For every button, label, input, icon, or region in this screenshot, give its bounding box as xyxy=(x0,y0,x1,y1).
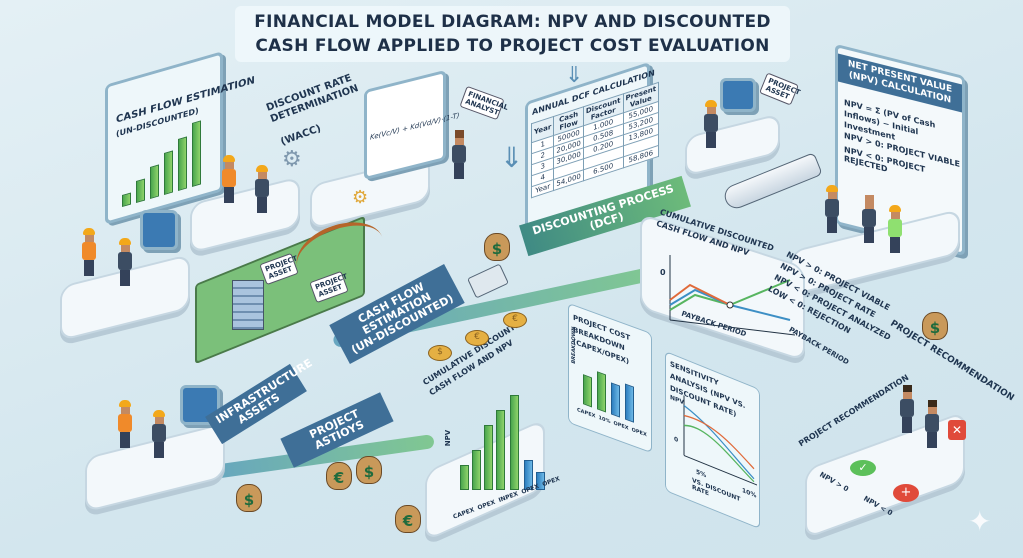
asset-monitor xyxy=(720,78,756,112)
x-axis xyxy=(684,454,757,486)
title-line-2: CASH FLOW APPLIED TO PROJECT COST EVALUA… xyxy=(255,36,770,56)
chart-bar xyxy=(611,382,620,418)
coin-icon: € xyxy=(503,312,527,328)
sensitivity-zero: 0 xyxy=(674,435,679,445)
money-bag-icon: $ xyxy=(484,233,510,261)
engineer-figure xyxy=(222,155,236,203)
chart-bar xyxy=(524,460,533,490)
reject-plus-button[interactable]: + xyxy=(893,484,919,502)
manager-figure xyxy=(152,410,166,458)
title-line-1: FINANCIAL MODEL DIAGRAM: NPV AND DISCOUN… xyxy=(254,12,771,32)
cost-breakdown-ylabel: Breakdown xyxy=(571,325,577,365)
wacc-monitor: Ke(Vc/V) + Kd(Vd/V)·(1-T) xyxy=(364,69,460,181)
chart-bar xyxy=(472,450,481,490)
x-tick-label: 10% xyxy=(598,414,611,426)
terminal-screen[interactable] xyxy=(180,385,220,425)
approve-check-button[interactable]: ✓ xyxy=(850,460,876,476)
discount-rate-subtitle: (WACC) xyxy=(279,123,323,148)
down-arrow-icon: ⇓ xyxy=(565,63,584,88)
wacc-formula: Ke(Vc/V) + Kd(Vd/V)·(1-T) xyxy=(370,111,460,142)
sensitivity-line xyxy=(683,424,755,483)
diagram-title: FINANCIAL MODEL DIAGRAM: NPV AND DISCOUN… xyxy=(235,6,790,62)
project-cost-breakdown-panel: Project Cost Breakdown (CAPEX/OPEX) Brea… xyxy=(568,302,652,454)
manager-figure xyxy=(255,165,269,213)
chart-bar xyxy=(510,395,519,490)
platform-project-asset xyxy=(685,113,780,177)
coin-icon: $ xyxy=(428,345,452,361)
sensitivity-analysis-panel: Sensitivity Analysis (NPV vs. Discount R… xyxy=(665,350,760,530)
cumulative-top-chart xyxy=(669,255,796,336)
building-illustration xyxy=(232,280,264,330)
financial-analyst-tag: Financial Analyst xyxy=(459,85,509,121)
down-arrow-icon: ⇓ xyxy=(500,141,524,174)
infrastructure-assets-banner: Infrastructure Assets xyxy=(205,356,315,445)
x-tick-label: OPEX xyxy=(613,420,629,432)
chart-bar xyxy=(583,374,592,408)
chart-bar xyxy=(178,136,187,191)
payback-point xyxy=(726,301,734,309)
money-bag-icon: $ xyxy=(236,484,262,512)
chart-bar xyxy=(164,150,173,195)
gear-icon: ⚙ xyxy=(282,147,302,172)
analyst-figure xyxy=(925,400,939,448)
discount-rate-title: Discount Rate Determination xyxy=(264,72,361,126)
cumulative-bottom-bars xyxy=(460,390,550,490)
engineer-figure xyxy=(888,205,902,253)
money-bag-icon: € xyxy=(395,505,421,533)
coin-icon: € xyxy=(465,330,489,346)
npv-axis-label: NPV xyxy=(444,429,453,447)
npv-line xyxy=(669,279,791,311)
chart-bar xyxy=(484,425,493,490)
chart-bar xyxy=(150,164,159,200)
sensitivity-line xyxy=(683,404,755,480)
x-tick-label: OPEX xyxy=(631,426,647,439)
money-bag-icon: € xyxy=(326,462,352,490)
reject-x-icon[interactable]: ✕ xyxy=(948,420,966,440)
manager-figure xyxy=(862,195,876,243)
manager-figure xyxy=(900,385,914,433)
manager-figure xyxy=(704,100,718,148)
discounted-line xyxy=(669,288,791,321)
chart-bar xyxy=(460,465,469,490)
money-bag-icon: $ xyxy=(922,312,948,340)
chart-bar xyxy=(625,383,634,423)
chart-bar xyxy=(122,192,131,208)
calculator-icon xyxy=(467,263,509,299)
zero-tick: 0 xyxy=(660,268,666,277)
chart-bar xyxy=(536,472,545,490)
financial-analyst-figure xyxy=(452,130,466,179)
x-tick-label: CAPEX xyxy=(577,406,596,420)
dcf-table: Year Cash Flow Discount Factor Present V… xyxy=(531,82,659,199)
cost-line xyxy=(669,283,731,306)
sensitivity-line xyxy=(683,414,755,470)
terminal-screen[interactable] xyxy=(140,210,178,250)
chart-bar xyxy=(192,120,201,187)
manager-figure xyxy=(825,185,839,233)
gear-icon: ⚙ xyxy=(352,187,369,208)
engineer-figure xyxy=(82,228,96,276)
sparkle-icon: ✦ xyxy=(968,505,992,538)
manager-figure xyxy=(118,238,132,286)
engineer-figure xyxy=(118,400,132,448)
sensitivity-chart xyxy=(683,395,757,486)
chart-bar xyxy=(496,410,505,490)
money-bag-icon: $ xyxy=(356,456,382,484)
x-axis xyxy=(669,319,796,336)
project-asset-tag: Project Asset xyxy=(759,72,801,106)
chart-bar xyxy=(597,371,606,413)
chart-bar xyxy=(136,178,145,204)
